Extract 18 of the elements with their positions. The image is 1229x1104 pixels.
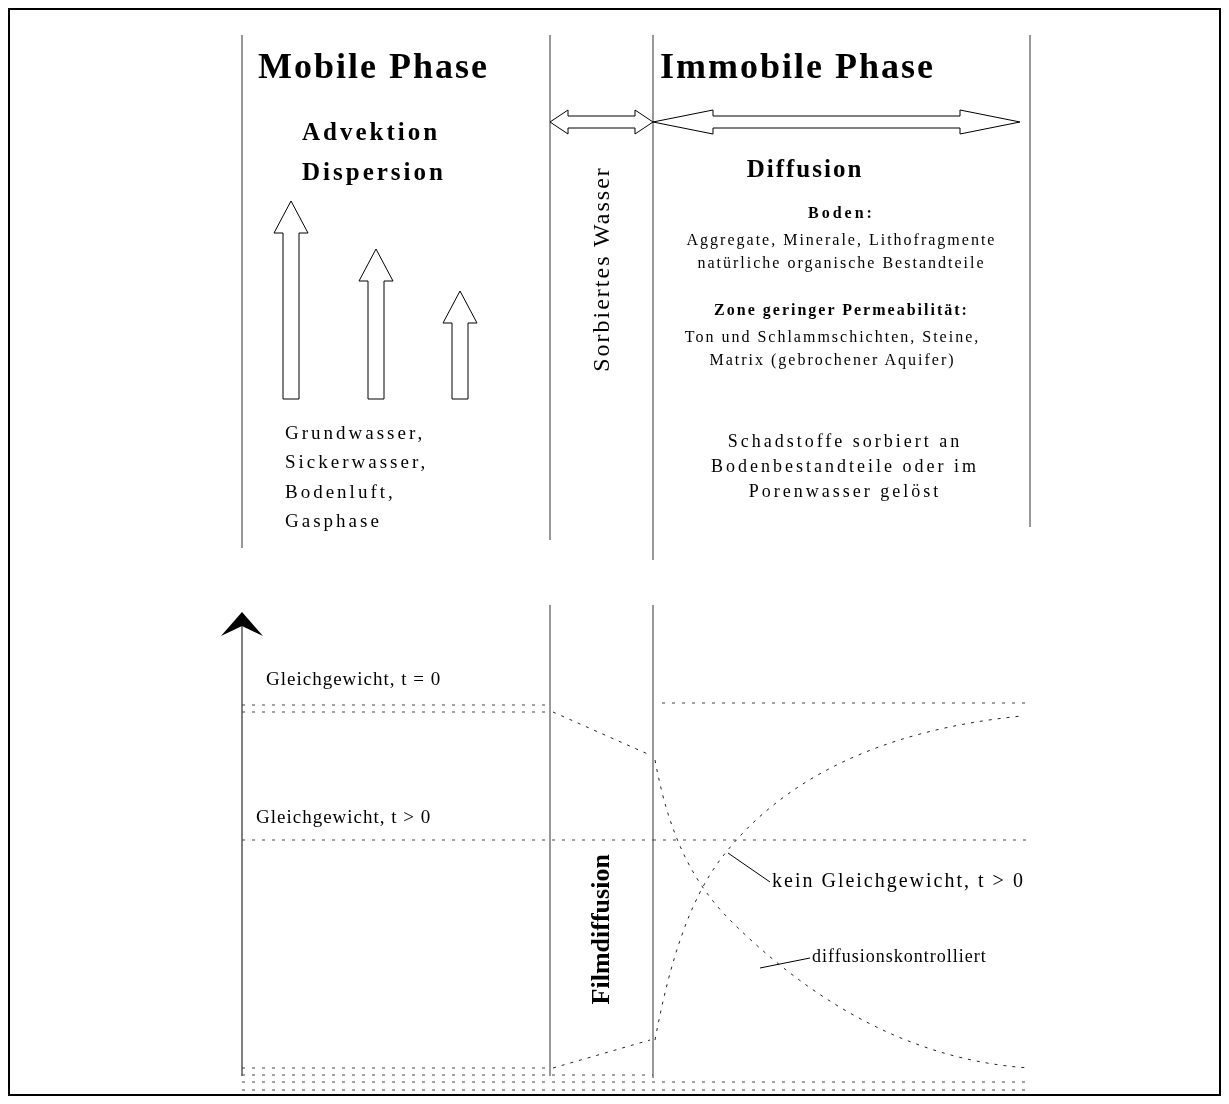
level-label: Gleichgewicht, t > 0 <box>256 805 433 829</box>
category-text: Aggregate, Minerale, Lithofragmente natürliche organische Bestandteile <box>685 230 998 274</box>
annotation-label: kein Gleichgewicht, t > 0 <box>772 868 1025 893</box>
leader-line <box>727 852 771 883</box>
column-label: Filmdiffusion <box>584 853 616 1007</box>
category-heading: Boden: <box>807 203 876 223</box>
category-text: Ton und Schlammschichten, Steine, Matrix (gebrochener Aquifer) <box>683 327 982 371</box>
process-label: Advektion Dispersion <box>302 117 447 187</box>
section-heading: Immobile Phase <box>660 45 936 88</box>
description-text: Schadstoffe sorbiert an Bodenbestandteile oder im Porenwasser gelöst <box>710 430 980 504</box>
section-heading: Mobile Phase <box>258 45 490 88</box>
category-heading: Zone geringer Permeabilität: <box>713 300 970 320</box>
process-label: Diffusion <box>745 154 865 184</box>
column-label: Sorbiertes Wasser <box>587 165 615 375</box>
leader-line <box>759 957 811 969</box>
annotation-label: diffusionskontrolliert <box>812 945 987 968</box>
medium-list: Grundwasser, Sickerwasser, Bodenluft, Gasphase <box>285 418 465 536</box>
level-label: Gleichgewicht, t = 0 <box>266 667 443 691</box>
